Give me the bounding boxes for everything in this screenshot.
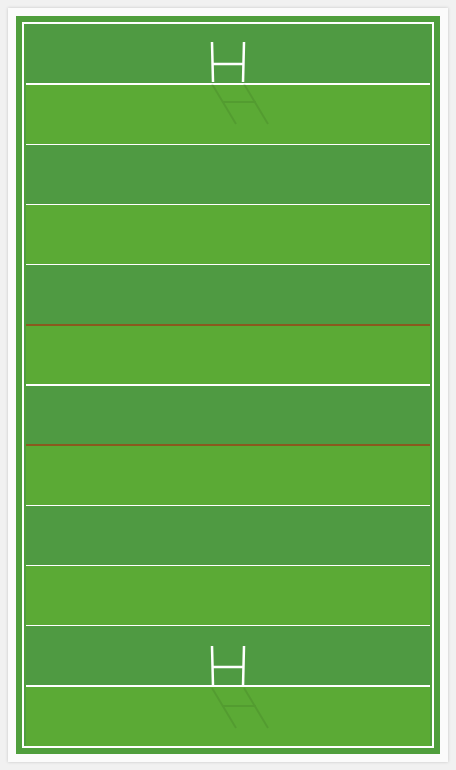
stripe-dark [26,24,430,85]
line-8 [26,505,430,506]
stripe-light [26,325,430,386]
stripe-light [26,84,430,145]
line-10 [26,625,430,626]
stripe-dark [26,505,430,566]
stripe-dark [26,265,430,326]
line-9 [26,565,430,566]
stripe-light [26,686,430,747]
bottom-try-line [26,685,430,687]
field-boundary-line [22,22,434,748]
top-ten-line [26,324,430,326]
stripe-light [26,205,430,266]
line-3 [26,204,430,205]
stripe-light [26,566,430,627]
stripe-dark [26,626,430,687]
top-goalpost [210,41,269,125]
bottom-goalpost [210,645,269,729]
top-try-line [26,83,430,85]
stripe-dark [26,385,430,446]
stripe-light [26,445,430,506]
bottom-ten-line [26,444,430,446]
stripe-dark [26,144,430,205]
line-4 [26,264,430,265]
line-2 [26,144,430,145]
halfway-line [26,384,430,386]
